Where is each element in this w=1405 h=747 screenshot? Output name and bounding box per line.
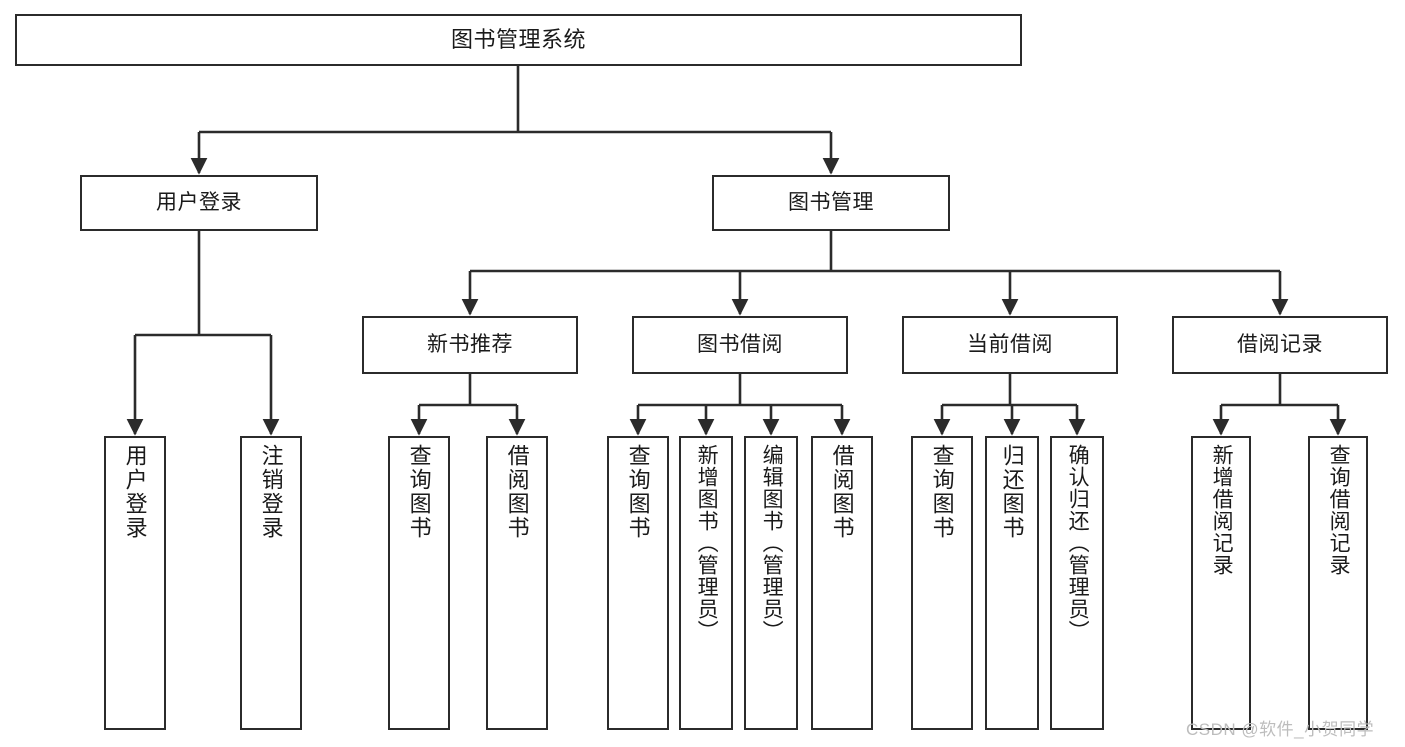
leaf-confirm-return[interactable]: 确认归还（管理员） bbox=[1050, 436, 1104, 730]
node-current-borrow[interactable]: 当前借阅 bbox=[902, 316, 1118, 374]
leaf-user-logout[interactable]: 注销登录 bbox=[240, 436, 302, 730]
leaf-user-login[interactable]: 用户登录 bbox=[104, 436, 166, 730]
node-book-borrow-label: 图书借阅 bbox=[697, 332, 783, 356]
node-user-login-label: 用户登录 bbox=[156, 190, 242, 214]
node-new-book-rec-label: 新书推荐 bbox=[427, 332, 513, 356]
leaf-borrow-query-book[interactable]: 查询图书 bbox=[607, 436, 669, 730]
leaf-return-book-label: 归还图书 bbox=[999, 444, 1025, 540]
leaf-query-borrow-record[interactable]: 查询借阅记录 bbox=[1308, 436, 1368, 730]
leaf-cur-query-book-label: 查询图书 bbox=[929, 444, 955, 540]
leaf-return-book[interactable]: 归还图书 bbox=[985, 436, 1039, 730]
node-root[interactable]: 图书管理系统 bbox=[15, 14, 1022, 66]
leaf-confirm-return-label: 确认归还（管理员） bbox=[1066, 444, 1090, 642]
node-user-login[interactable]: 用户登录 bbox=[80, 175, 318, 231]
leaf-add-borrow-record-label: 新增借阅记录 bbox=[1210, 444, 1234, 576]
leaf-user-logout-label: 注销登录 bbox=[258, 444, 284, 540]
leaf-rec-borrow-book-label: 借阅图书 bbox=[504, 444, 530, 540]
leaf-rec-query-book-label: 查询图书 bbox=[406, 444, 432, 540]
leaf-cur-query-book[interactable]: 查询图书 bbox=[911, 436, 973, 730]
node-book-borrow[interactable]: 图书借阅 bbox=[632, 316, 848, 374]
leaf-rec-query-book[interactable]: 查询图书 bbox=[388, 436, 450, 730]
node-book-manage[interactable]: 图书管理 bbox=[712, 175, 950, 231]
leaf-query-borrow-record-label: 查询借阅记录 bbox=[1327, 444, 1351, 576]
leaf-add-borrow-record[interactable]: 新增借阅记录 bbox=[1191, 436, 1251, 730]
node-book-manage-label: 图书管理 bbox=[788, 190, 874, 214]
leaf-borrow-book[interactable]: 借阅图书 bbox=[811, 436, 873, 730]
node-root-label: 图书管理系统 bbox=[450, 27, 586, 53]
leaf-user-login-label: 用户登录 bbox=[122, 444, 148, 540]
node-new-book-rec[interactable]: 新书推荐 bbox=[362, 316, 578, 374]
leaf-edit-book[interactable]: 编辑图书（管理员） bbox=[744, 436, 798, 730]
leaf-edit-book-label: 编辑图书（管理员） bbox=[760, 444, 784, 642]
node-borrow-record-label: 借阅记录 bbox=[1237, 332, 1323, 356]
leaf-borrow-book-label: 借阅图书 bbox=[829, 444, 855, 540]
leaf-add-book[interactable]: 新增图书（管理员） bbox=[679, 436, 733, 730]
node-current-borrow-label: 当前借阅 bbox=[967, 332, 1053, 356]
leaf-add-book-label: 新增图书（管理员） bbox=[695, 444, 719, 642]
leaf-borrow-query-book-label: 查询图书 bbox=[625, 444, 651, 540]
node-borrow-record[interactable]: 借阅记录 bbox=[1172, 316, 1388, 374]
leaf-rec-borrow-book[interactable]: 借阅图书 bbox=[486, 436, 548, 730]
